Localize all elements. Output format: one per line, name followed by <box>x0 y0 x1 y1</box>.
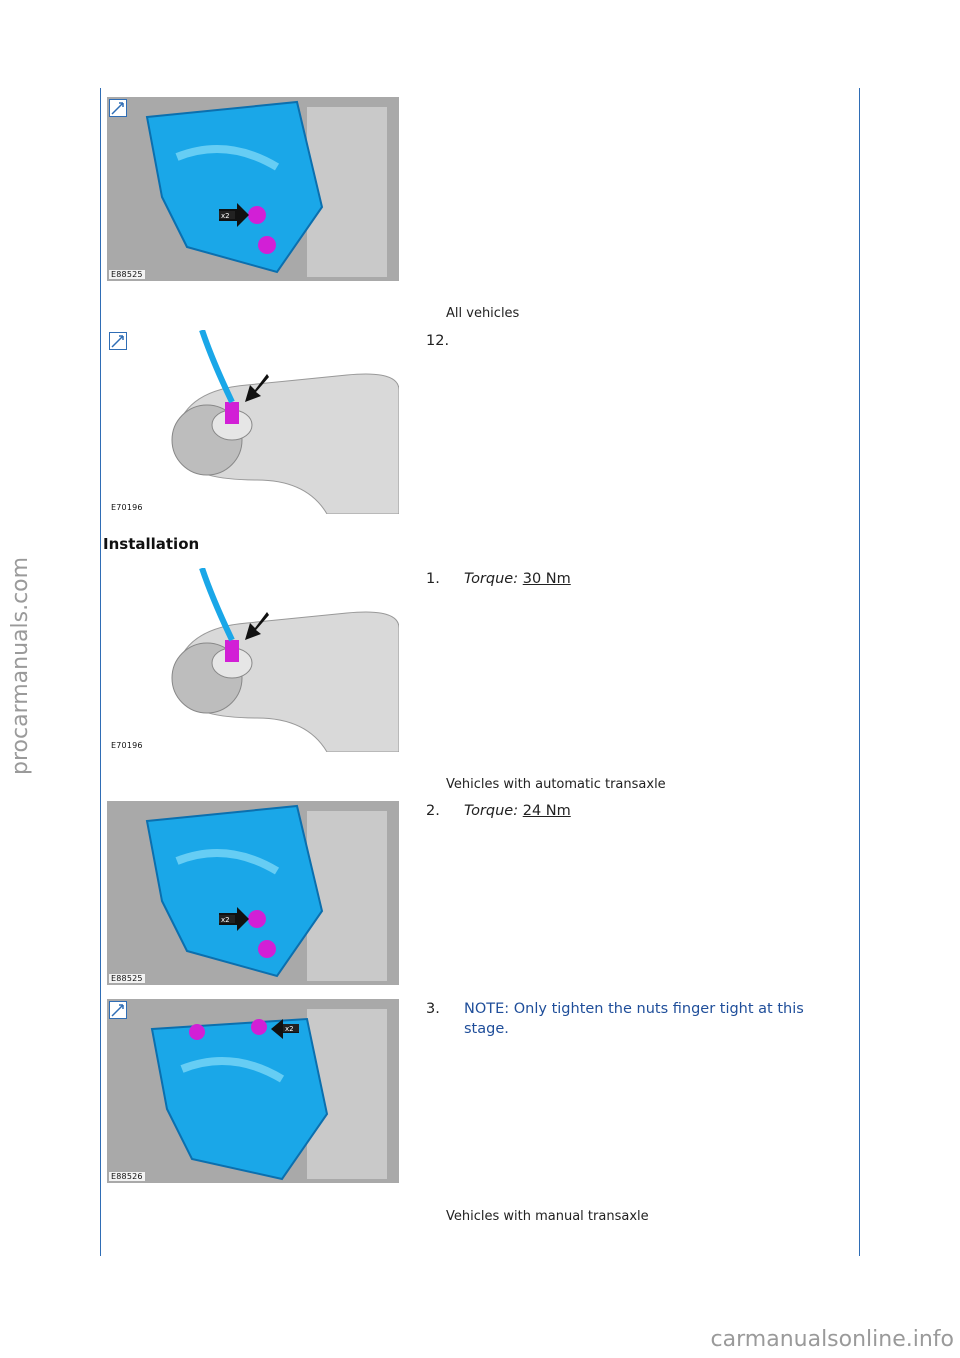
caption-automatic-transaxle: Vehicles with automatic transaxle <box>446 777 666 792</box>
zoom-in-icon[interactable] <box>109 1001 127 1019</box>
figure-id: E88526 <box>109 1172 145 1181</box>
heat-shield-illustration: x2 <box>107 97 399 281</box>
torque-value[interactable]: 30 Nm <box>522 571 571 587</box>
install-step-1: 1. Torque: 30 Nm <box>426 571 571 587</box>
step-number: 2. <box>426 803 440 819</box>
zoom-in-icon[interactable] <box>109 99 127 117</box>
figure-id: E70196 <box>109 741 145 750</box>
exhaust-sensor-illustration <box>171 330 399 514</box>
section-heading: Installation <box>103 535 200 553</box>
figure-heat-shield-2[interactable]: x2 E88525 <box>107 801 399 985</box>
step-number: 1. <box>426 571 440 587</box>
heat-shield-illustration: x2 <box>107 999 399 1183</box>
figure-exhaust-sensor-1[interactable]: E70196 <box>107 330 399 514</box>
x2-callout: x2 <box>285 1025 294 1033</box>
zoom-in-icon[interactable] <box>109 332 127 350</box>
caption-all-vehicles: All vehicles <box>446 306 520 321</box>
exhaust-sensor-illustration <box>171 568 399 752</box>
caption-manual-transaxle: Vehicles with manual transaxle <box>446 1209 649 1224</box>
left-rule-line <box>100 88 101 1256</box>
figure-id: E88525 <box>109 270 145 279</box>
step-number: 3. <box>426 1001 440 1017</box>
heat-shield-illustration: x2 <box>107 801 399 985</box>
figure-id: E88525 <box>109 974 145 983</box>
torque-value[interactable]: 24 Nm <box>522 803 571 819</box>
torque-label: Torque: <box>464 571 519 587</box>
figure-heat-shield-3[interactable]: x2 E88526 <box>107 999 399 1183</box>
right-rule-line <box>859 88 860 1256</box>
install-step-3: 3. <box>426 1001 464 1017</box>
x2-callout: x2 <box>221 916 230 924</box>
side-watermark: procarmanuals.com <box>8 556 33 775</box>
figure-heat-shield-1[interactable]: x2 E88525 <box>107 97 399 281</box>
note-finger-tight: NOTE: Only tighten the nuts finger tight… <box>464 1001 804 1037</box>
x2-callout: x2 <box>221 212 230 220</box>
step-number: 12. <box>426 333 450 349</box>
bottom-watermark: carmanualsonline.info <box>710 1327 954 1352</box>
install-step-2: 2. Torque: 24 Nm <box>426 803 571 819</box>
removal-step-12: 12. <box>426 333 464 349</box>
figure-id: E70196 <box>109 503 145 512</box>
torque-label: Torque: <box>464 803 519 819</box>
figure-exhaust-sensor-2[interactable]: E70196 <box>107 568 399 752</box>
